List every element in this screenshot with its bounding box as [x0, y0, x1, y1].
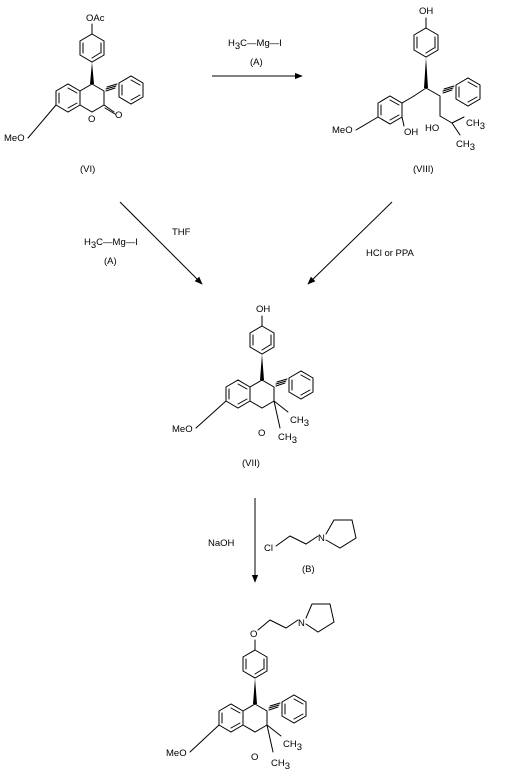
svg-text:THF: THF [172, 227, 191, 238]
phenol-oh: OH [404, 127, 418, 138]
product: O N CH3 CH3 O MeO [166, 603, 335, 772]
svg-text:(A): (A) [250, 57, 263, 68]
oac-label: OAc [86, 13, 105, 24]
methyl-b: CH3 [456, 139, 475, 153]
naoh-label: NaOH [208, 538, 235, 549]
svg-text:H3C—Mg—I: H3C—Mg—I [228, 38, 282, 52]
methoxy-label: MeO [172, 424, 193, 435]
oh-label: OH [256, 304, 270, 315]
methyl-a: CH3 [466, 118, 485, 132]
reagent-B: Cl N (B) [264, 519, 357, 575]
nitrogen: N [298, 618, 305, 629]
arrow-VI-to-VII [119, 201, 203, 285]
compound-label-VII: (VII) [242, 458, 260, 469]
svg-text:(B): (B) [302, 564, 315, 575]
svg-text:(A): (A) [104, 256, 117, 267]
acid-reagent: HCl or PPA [366, 248, 415, 259]
methyl-b: CH3 [278, 432, 297, 446]
ring-o: O [88, 114, 95, 125]
ether-o: O [250, 629, 257, 640]
ring-o: O [251, 752, 258, 763]
reagent-A-top: H3C—Mg—I (A) [228, 38, 282, 68]
arrow-VIII-to-VII [307, 201, 393, 285]
svg-text:H3C—Mg—I: H3C—Mg—I [84, 237, 138, 251]
compound-label-VIII: (VIII) [413, 164, 434, 175]
reagent-A-left: THF H3C—Mg—I (A) [84, 227, 191, 267]
oh-label-top: OH [419, 6, 433, 17]
carbonyl-o: O [115, 110, 122, 121]
svg-text:Cl: Cl [264, 543, 273, 554]
methyl-a: CH3 [283, 739, 302, 753]
compound-VI: OAc O O MeO (VI) [4, 13, 144, 175]
compound-label-VI: (VI) [80, 164, 95, 175]
methyl-a: CH3 [290, 415, 309, 429]
methoxy-label: MeO [332, 125, 353, 136]
alcohol-ho: HO [425, 123, 439, 134]
methoxy-label: MeO [166, 748, 187, 759]
compound-VIII: OH MeO OH HO CH3 CH3 (VIII) [332, 6, 485, 175]
svg-text:N: N [318, 533, 325, 544]
methoxy-label: MeO [4, 133, 25, 144]
ring-o: O [258, 428, 265, 439]
compound-VII: OH CH3 CH3 O MeO (VII) [172, 304, 314, 469]
methyl-b: CH3 [271, 758, 290, 772]
